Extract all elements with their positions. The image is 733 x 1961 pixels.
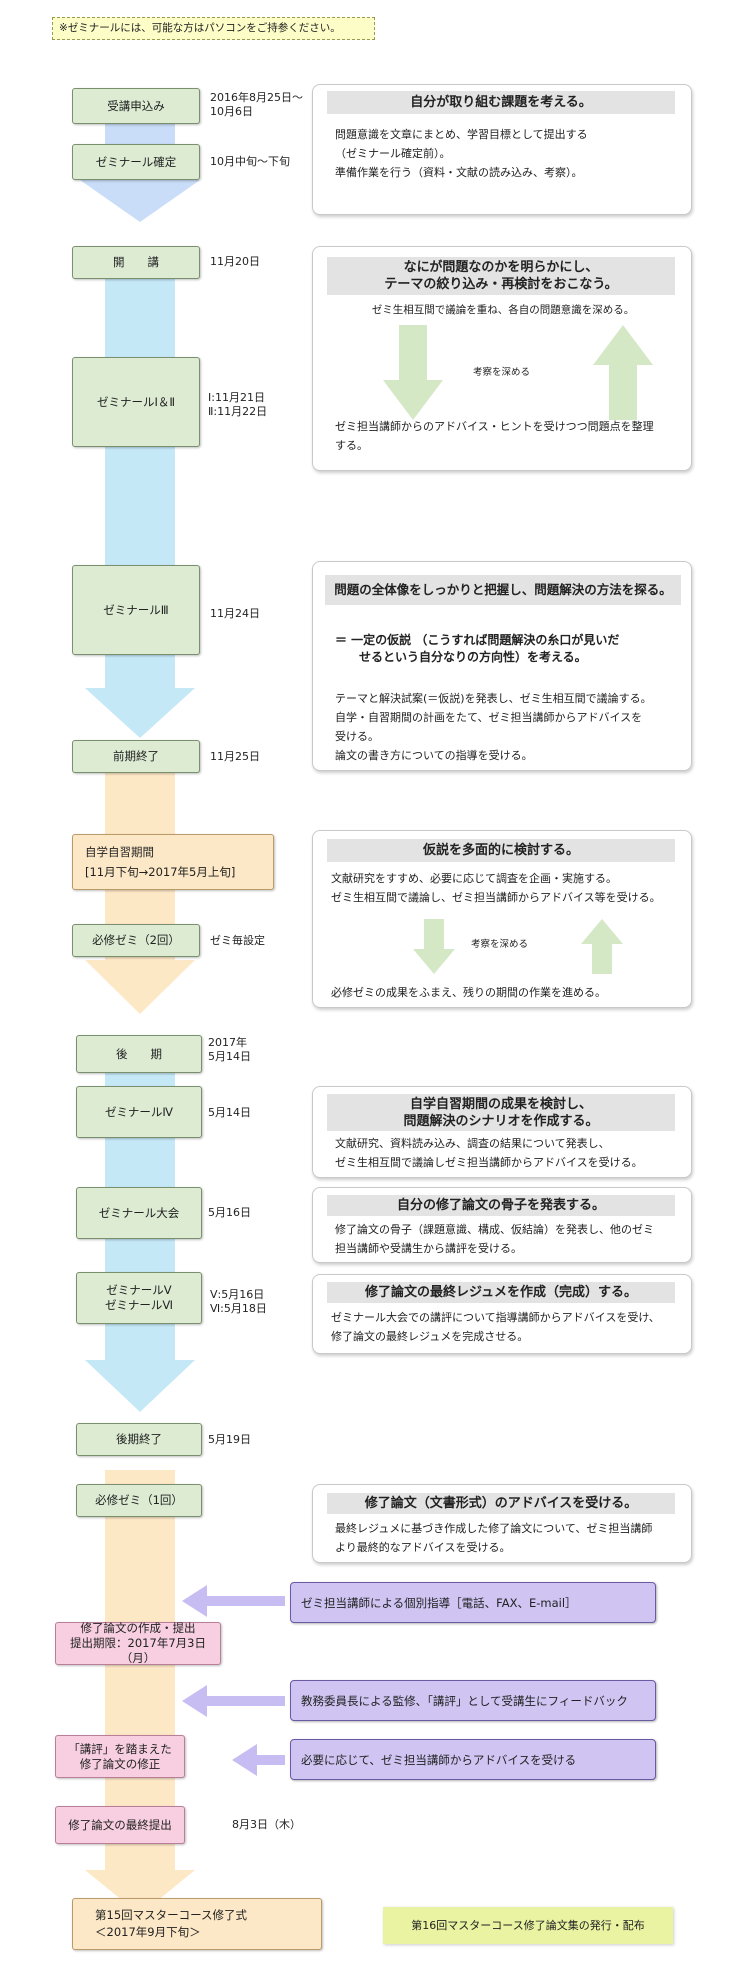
stage-thesis-revision-label: 「講評」を踏まえた 修了論文の修正: [68, 1741, 172, 1771]
stage-latter-half-end-label: 後期終了: [116, 1432, 162, 1446]
stage-seminar-confirm-label: ゼミナール確定: [95, 154, 177, 169]
panel-clarify-problem-title: なにが問題なのかを明らかにし、 テーマの絞り込み・再検討をおこなう。: [327, 257, 675, 295]
thesis-collection-publication: 第16回マスターコース修了論文集の発行・配布: [383, 1907, 673, 1944]
stage-seminar-3: ゼミナールⅢ: [72, 565, 200, 655]
panel-think-topic-title: 自分が取り組む課題を考える。: [327, 91, 675, 114]
stage-final-submission-label: 修了論文の最終提出: [68, 1817, 172, 1832]
panel-present-outline-title: 自分の修了論文の骨子を発表する。: [327, 1195, 675, 1216]
stage-seminar-5-6: ゼミナールⅤ ゼミナールⅥ: [76, 1272, 202, 1324]
stage-completion-ceremony-label: 第15回マスターコース修了式 ＜2017年9月下旬＞: [95, 1908, 248, 1939]
stage-latter-half-end: 後期終了: [76, 1423, 202, 1456]
callout-individual-guidance: ゼミ担当講師による個別指導［電話、FAX、E-mail］: [290, 1582, 656, 1623]
panel-scenario-title: 自学自習期間の成果を検討し、 問題解決のシナリオを作成する。: [327, 1094, 675, 1131]
stage-seminar-1-2: ゼミナールⅠ＆Ⅱ: [72, 357, 200, 447]
stage-seminar-confirm: ゼミナール確定: [72, 144, 200, 180]
stage-required-seminar-1-label: 必修ゼミ（1回）: [95, 1493, 183, 1507]
stage-opening: 開 講: [72, 246, 200, 279]
stage-opening-label: 開 講: [113, 255, 159, 269]
panel-grasp-whole-body: テーマと解決試案(＝仮説)を発表し、ゼミ生相互間で議論する。 自学・自習期間の計…: [335, 692, 652, 762]
stage-latter-half-date: 2017年 5月14日: [208, 1036, 251, 1063]
flow-arrow-4-head: [85, 1360, 195, 1412]
panel-final-resume-title: 修了論文の最終レジュメを作成（完成）する。: [327, 1282, 675, 1303]
stage-seminar-conference-label: ゼミナール大会: [98, 1205, 180, 1220]
stage-self-study-label: 自学自習期間 [11月下旬→2017年5月上旬]: [85, 845, 236, 879]
panel-clarify-problem-deepen: 考察を深める: [473, 367, 531, 378]
panel-grasp-whole-title: 問題の全体像をしっかりと把握し、問題解決の方法を探る。: [325, 575, 681, 605]
panel-examine-hypothesis-body: 文献研究をすすめ、必要に応じて調査を企画・実施する。 ゼミ生相互間で議論し、ゼミ…: [331, 872, 661, 904]
stage-thesis-revision: 「講評」を踏まえた 修了論文の修正: [55, 1735, 185, 1778]
green-up-arrow: [593, 325, 653, 420]
stage-self-study: 自学自習期間 [11月下旬→2017年5月上旬]: [72, 834, 274, 890]
stage-completion-ceremony: 第15回マスターコース修了式 ＜2017年9月下旬＞: [72, 1898, 322, 1950]
stage-application-date: 2016年8月25日〜 10月6日: [210, 91, 303, 118]
panel-scenario: 自学自習期間の成果を検討し、 問題解決のシナリオを作成する。 文献研究、資料読み…: [312, 1086, 692, 1178]
stage-seminar-4: ゼミナールⅣ: [76, 1086, 202, 1138]
panel-clarify-problem-discuss: ゼミ生相互間で議論を重ね、各自の問題意識を深める。: [371, 304, 635, 316]
stage-first-half-end: 前期終了: [72, 740, 200, 773]
panel-examine-hypothesis-title: 仮説を多面的に検討する。: [327, 839, 675, 862]
flow-arrow-2-head: [85, 688, 195, 738]
panel-grasp-whole-hypothesis: ＝ 一定の仮説 （こうすれば問題解決の糸口が見いだ せるという自分なりの方向性）…: [335, 633, 620, 664]
purple-arrow-2: [182, 1685, 285, 1717]
stage-seminar-conference: ゼミナール大会: [76, 1187, 202, 1239]
stage-application-label: 受講申込み: [107, 98, 165, 113]
stage-required-seminar-2-label: 必修ゼミ（2回）: [92, 933, 180, 947]
panel-examine-hypothesis-deepen: 考察を深める: [471, 939, 529, 950]
panel-think-topic: 自分が取り組む課題を考える。 問題意識を文章にまとめ、学習目標として提出する （…: [312, 84, 692, 215]
panel-grasp-whole: 問題の全体像をしっかりと把握し、問題解決の方法を探る。 ＝ 一定の仮説 （こうす…: [312, 561, 692, 771]
stage-seminar-1-2-date: Ⅰ:11月21日 Ⅱ:11月22日: [208, 391, 268, 418]
stage-application: 受講申込み: [72, 88, 200, 124]
stage-seminar-4-date: 5月14日: [208, 1106, 251, 1119]
panel-think-topic-body: 問題意識を文章にまとめ、学習目標として提出する （ゼミナール確定前）。 準備作業…: [335, 128, 588, 179]
stage-opening-date: 11月20日: [210, 255, 260, 268]
panel-clarify-problem-body: ゼミ担当講師からのアドバイス・ヒントを受けつつ問題点を整理 する。: [335, 420, 654, 452]
stage-seminar-confirm-date: 10月中旬〜下旬: [210, 155, 290, 168]
flow-arrow-5-head: [85, 1870, 195, 1915]
stage-required-seminar-2-date: ゼミ毎設定: [210, 934, 265, 947]
stage-latter-half: 後 期: [76, 1035, 202, 1073]
purple-arrow-1: [182, 1585, 285, 1617]
stage-seminar-1-2-label: ゼミナールⅠ＆Ⅱ: [96, 394, 176, 409]
stage-seminar-5-6-label: ゼミナールⅤ ゼミナールⅥ: [104, 1283, 174, 1312]
stage-seminar-4-label: ゼミナールⅣ: [104, 1104, 174, 1119]
stage-seminar-3-date: 11月24日: [210, 607, 260, 620]
stage-latter-half-label: 後 期: [116, 1046, 162, 1061]
bring-pc-note: ※ゼミナールには、可能な方はパソコンをご持参ください。: [52, 17, 375, 40]
stage-final-submission: 修了論文の最終提出: [55, 1806, 185, 1844]
stage-thesis-submission: 修了論文の作成・提出 提出期限：2017年7月3日（月）: [55, 1621, 221, 1665]
panel-thesis-advice-title: 修了論文（文書形式）のアドバイスを受ける。: [327, 1493, 675, 1514]
flow-arrow-5-shaft: [105, 1470, 175, 1870]
panel-examine-hypothesis-bottom: 必修ゼミの成果をふまえ、残りの期間の作業を進める。: [331, 986, 606, 999]
flow-arrow-3-head: [85, 960, 195, 1014]
stage-latter-half-end-date: 5月19日: [208, 1433, 251, 1446]
panel-scenario-body: 文献研究、資料読み込み、調査の結果について発表し、 ゼミ生相互間で議論しゼミ担当…: [335, 1137, 643, 1169]
stage-first-half-end-date: 11月25日: [210, 750, 260, 763]
panel-thesis-advice-body: 最終レジュメに基づき作成した修了論文について、ゼミ担当講師 より最終的なアドバイ…: [335, 1522, 653, 1554]
callout-advice-as-needed: 必要に応じて、ゼミ担当講師からアドバイスを受ける: [290, 1739, 656, 1780]
callout-supervision-review: 教務委員長による監修、「講評」として受講生にフィードバック: [290, 1680, 656, 1721]
panel-examine-hypothesis: 仮説を多面的に検討する。 文献研究をすすめ、必要に応じて調査を企画・実施する。 …: [312, 830, 692, 1008]
green-up-arrow-2: [581, 919, 623, 974]
stage-thesis-submission-label: 修了論文の作成・提出 提出期限：2017年7月3日（月）: [70, 1621, 206, 1665]
panel-final-resume-body: ゼミナール大会での講評について指導講師からアドバイスを受け、 修了論文の最終レジ…: [331, 1311, 660, 1343]
stage-seminar-5-6-date: Ⅴ:5月16日 Ⅵ:5月18日: [210, 1288, 267, 1315]
stage-required-seminar-2: 必修ゼミ（2回）: [72, 924, 200, 957]
panel-clarify-problem: なにが問題なのかを明らかにし、 テーマの絞り込み・再検討をおこなう。 ゼミ生相互…: [312, 246, 692, 471]
green-down-arrow-2: [413, 919, 455, 974]
panel-present-outline: 自分の修了論文の骨子を発表する。 修了論文の骨子（課題意識、構成、仮結論）を発表…: [312, 1187, 692, 1263]
green-down-arrow: [383, 325, 443, 420]
stage-seminar-conference-date: 5月16日: [208, 1206, 251, 1219]
stage-first-half-end-label: 前期終了: [113, 749, 159, 763]
stage-final-submission-date: 8月3日（木）: [232, 1818, 301, 1831]
purple-arrow-3: [232, 1744, 285, 1776]
stage-seminar-3-label: ゼミナールⅢ: [103, 602, 169, 617]
panel-final-resume: 修了論文の最終レジュメを作成（完成）する。 ゼミナール大会での講評について指導講…: [312, 1274, 692, 1354]
stage-required-seminar-1: 必修ゼミ（1回）: [76, 1484, 202, 1517]
panel-thesis-advice: 修了論文（文書形式）のアドバイスを受ける。 最終レジュメに基づき作成した修了論文…: [312, 1484, 692, 1563]
panel-present-outline-body: 修了論文の骨子（課題意識、構成、仮結論）を発表し、他のゼミ 担当講師や受講生から…: [335, 1223, 654, 1255]
